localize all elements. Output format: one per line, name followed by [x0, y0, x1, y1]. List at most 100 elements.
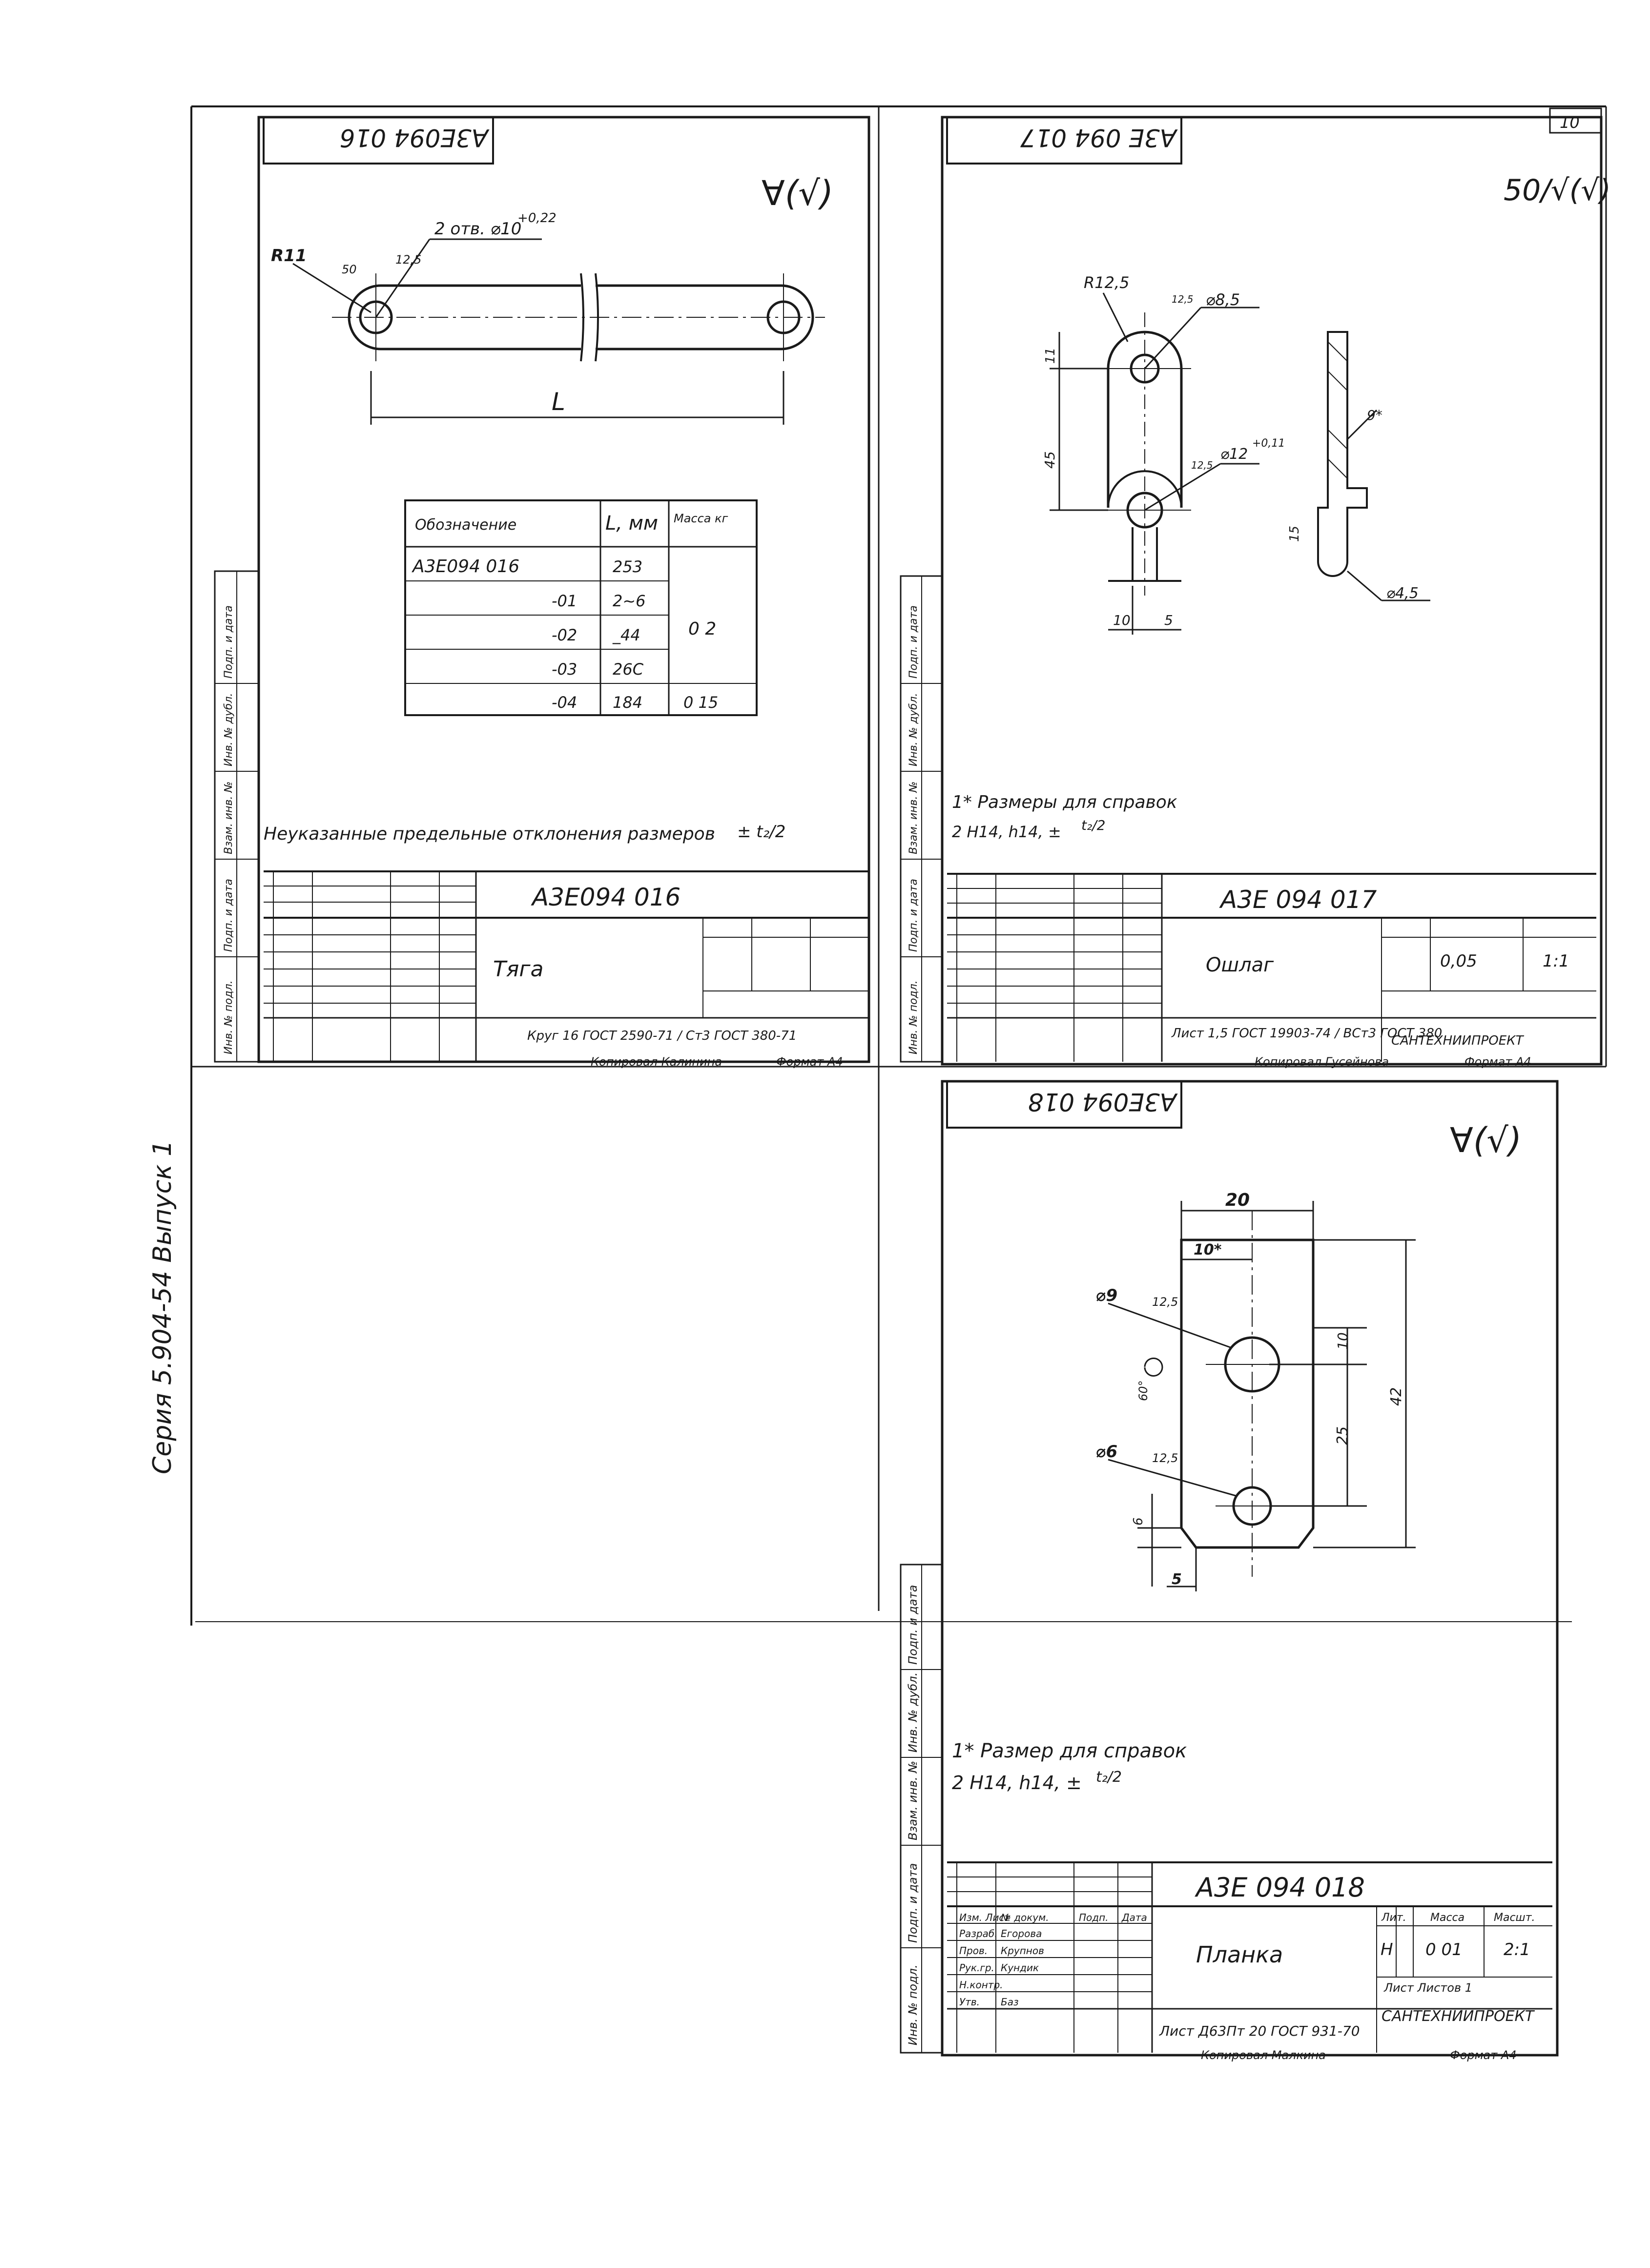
sheet-017-material: Лист 1,5 ГОСТ 19903-74 / ВСт3 ГОСТ 380	[1171, 1026, 1442, 1041]
side-label: Подп. и дата	[223, 605, 235, 679]
role-row: Изм. Лист	[959, 1912, 1011, 1923]
sheet-018-stage: Н	[1381, 1940, 1393, 1959]
role-row: Рук.гр.	[959, 1962, 994, 1974]
sheet-018-title: Планка	[1196, 1941, 1283, 1968]
dim-5: 5	[1164, 612, 1173, 628]
plate-outline	[1180, 1238, 1315, 1549]
side-label: Инв. № дубл.	[223, 693, 235, 766]
side-label: Взам. инв. №	[906, 1761, 920, 1840]
dim-11: 11	[1043, 348, 1058, 364]
name-row: Кундик	[1001, 1962, 1039, 1974]
side-label: Взам. инв. №	[908, 782, 920, 854]
role-row: Утв.	[959, 1996, 980, 2008]
sheet-018-material: Лист Д63Пт 20 ГОСТ 931-70	[1159, 2023, 1360, 2039]
sheet-016: А3Е094 016 ∀(√) 2 отв. ⌀10 +0,22 R11 50 …	[257, 116, 870, 1069]
title-block-017: А3Е 094 017 Ошлаг 0,05 1:1 Лист 1,5 ГОСТ…	[947, 873, 1596, 1062]
tolerance-note: 2 H14, h14, ±	[952, 1772, 1082, 1794]
title-block-016: А3Е094 016 Тяга Круг 16 ГОСТ 2590-71 / С…	[264, 870, 869, 1062]
bracket-side-view	[1317, 331, 1368, 577]
dim-25: 25	[1334, 1426, 1351, 1445]
sheet-018-scale: 2:1	[1504, 1940, 1530, 1959]
sheet-016-title: Тяга	[493, 957, 543, 982]
side-label: Подп. и дата	[906, 1585, 920, 1665]
sheet-017-title: Ошлаг	[1206, 954, 1274, 976]
table-row: 0 15	[683, 693, 718, 712]
dim-phi4-5: ⌀4,5	[1386, 585, 1419, 602]
dim-12-5: 12,5	[395, 253, 421, 267]
dim-42: 42	[1388, 1387, 1405, 1406]
dim-15: 15	[1287, 526, 1302, 542]
dim-45: 45	[1042, 451, 1058, 469]
side-label: Инв. № дубл.	[908, 693, 920, 766]
title-block-018: А3Е 094 018 Лит. Масса Масшт. Планка Н 0…	[947, 1861, 1552, 2053]
sheet-018-org: САНТЕХНИИПРОЕКТ	[1382, 2008, 1535, 2025]
tolerance-note: 2 H14, h14, ±	[952, 823, 1061, 841]
table-row: 184	[613, 693, 642, 712]
tolerance-fraction: t₂/2	[1096, 1769, 1122, 1786]
header-lit: Лит.	[1381, 1912, 1406, 1924]
dim-phi6: ⌀6	[1096, 1442, 1117, 1462]
dim-60: 60°	[1136, 1380, 1150, 1401]
dim-9: 9*	[1367, 407, 1382, 423]
sheet-018-mass: 0 01	[1425, 1940, 1463, 1959]
roughness-symbol: ∀(√)	[1450, 1120, 1522, 1160]
sheet-017-mass: 0,05	[1440, 951, 1477, 971]
dim-phi12: ⌀12	[1220, 446, 1248, 463]
series-label: Серия 5.904-54 Выпуск 1	[148, 1140, 177, 1474]
dim-tolerance: +0,22	[517, 211, 557, 226]
dim-20: 20	[1225, 1190, 1250, 1210]
dim-10: 10	[1113, 612, 1131, 628]
roughness-symbol: ∀(√)	[762, 173, 833, 213]
table-header-designation: Обозначение	[415, 516, 516, 534]
sheet-018-code: А3Е 094 018	[1195, 1872, 1365, 1903]
sheet-018-sheets: Лист Листов 1	[1383, 1981, 1472, 1995]
dim-10-star: 10*	[1194, 1241, 1222, 1258]
header-scale: Масшт.	[1494, 1912, 1535, 1924]
role-row: Разраб.	[959, 1928, 998, 1939]
footer-format-017: Формат А4	[1464, 1055, 1531, 1069]
table-row: -03	[552, 660, 577, 679]
dim-radius: R11	[271, 246, 307, 266]
role-row: Пров.	[959, 1945, 988, 1957]
tolerance-note-fraction: ± t₂/2	[737, 822, 785, 842]
dim-5: 5	[1172, 1571, 1182, 1588]
dim-length: L	[552, 388, 565, 416]
sheet-016-material: Круг 16 ГОСТ 2590-71 / Ст3 ГОСТ 380-71	[527, 1029, 797, 1043]
table-row: -01	[552, 592, 577, 610]
name-row: № докум.	[1000, 1912, 1049, 1923]
table-header-mass: Масса кг	[674, 512, 728, 525]
dim-holes: 2 отв. ⌀10	[434, 219, 521, 239]
name-row: Баз	[1001, 1996, 1019, 2008]
roughness-symbol: 50/√(√)	[1504, 173, 1611, 207]
reference-note: 1* Размеры для справок	[952, 792, 1177, 812]
side-strip-017: Инв. № подл. Подп. и дата Взам. инв. № И…	[900, 575, 943, 1063]
side-label: Подп. и дата	[908, 605, 920, 679]
name-row: Крупнов	[1001, 1945, 1044, 1957]
role-row: Н.контр.	[959, 1979, 1003, 1991]
sheet-017-code: А3Е 094 017	[1219, 886, 1377, 914]
header-date: Дата	[1121, 1912, 1147, 1923]
dim-phi9: ⌀9	[1096, 1286, 1117, 1305]
tolerance-note: Неуказанные предельные отклонения размер…	[264, 824, 715, 844]
dim-10: 10	[1335, 1332, 1351, 1350]
table-row: А3Е094 016	[412, 557, 519, 577]
side-label: Инв. № подл.	[223, 980, 235, 1054]
sheet-018-code-rotated: А3Е094 018	[1028, 1088, 1178, 1116]
tolerance-fraction: t₂/2	[1081, 817, 1105, 833]
table-row: 26С	[613, 660, 644, 679]
header-mass: Масса	[1430, 1912, 1464, 1924]
dim-phi12-tol: +0,11	[1252, 437, 1285, 450]
sheet-016-code: А3Е094 016	[531, 883, 681, 911]
side-strip-016: Инв. № подл. Подп. и дата Взам. инв. № И…	[214, 570, 260, 1063]
name-row: Егорова	[1001, 1928, 1042, 1939]
table-row: 2~6	[613, 592, 646, 610]
side-label: Подп. и дата	[906, 1863, 920, 1943]
sheet-017-org: САНТЕХНИИПРОЕКТ	[1391, 1033, 1525, 1048]
side-strip-018: Инв. № подл. Подп. и дата Взам. инв. № И…	[900, 1564, 943, 2054]
dim-r12-5: R12,5	[1084, 273, 1129, 292]
side-label: Подп. и дата	[223, 879, 235, 952]
table-row: -04	[552, 693, 577, 712]
sheet-number: 10	[1560, 113, 1580, 132]
dim-12-5-b: 12,5	[1152, 1451, 1178, 1465]
